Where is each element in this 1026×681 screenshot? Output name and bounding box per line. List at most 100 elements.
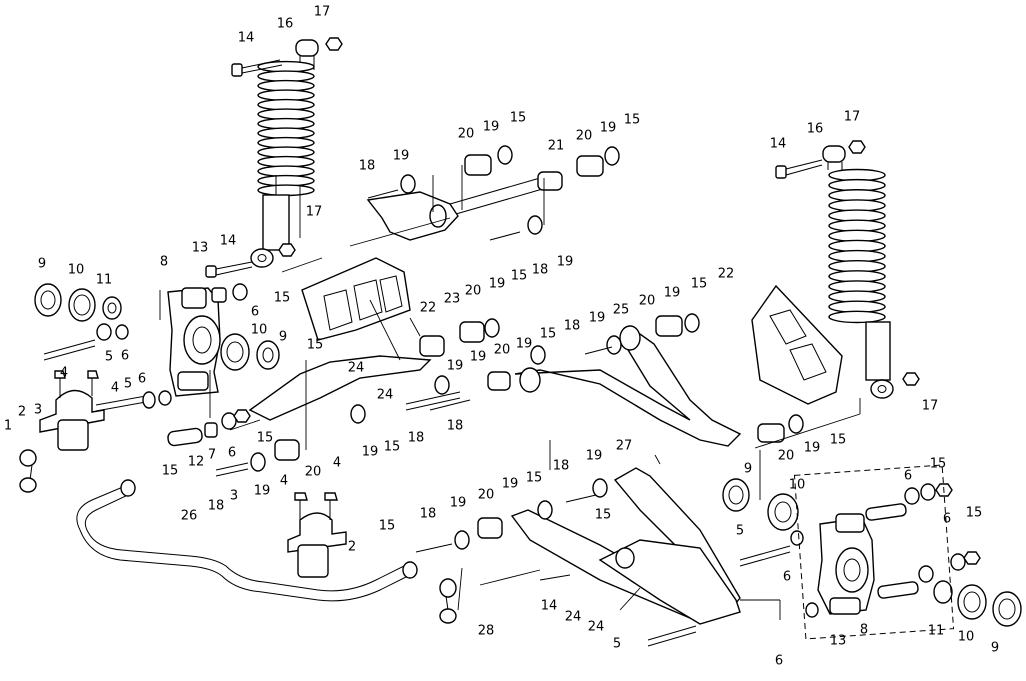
callout-label: 9 (38, 257, 46, 272)
callout-label: 14 (220, 234, 237, 249)
spring-coil (828, 310, 886, 324)
callout-label: 15 (379, 519, 396, 534)
callout-label: 17 (922, 399, 939, 414)
callout-label: 15 (930, 457, 947, 472)
callout-label: 15 (540, 327, 557, 342)
callout-label: 19 (254, 484, 271, 499)
callout-label: 19 (600, 121, 617, 136)
callout-label: 19 (362, 445, 379, 460)
callout-label: 5 (105, 350, 113, 365)
callout-label: 9 (991, 641, 999, 656)
callout-label: 19 (516, 337, 533, 352)
callout-label: 18 (553, 459, 570, 474)
assembly-lines (159, 165, 861, 620)
callout-label: 1 (4, 419, 12, 434)
callout-label: 20 (305, 465, 322, 480)
callout-label: 10 (251, 323, 268, 338)
callout-label: 15 (510, 111, 527, 126)
callout-label: 6 (775, 654, 783, 669)
callout-label: 19 (489, 277, 506, 292)
callout-label: 18 (420, 507, 437, 522)
callout-label: 20 (465, 284, 482, 299)
callout-label: 4 (111, 381, 119, 396)
callout-label: 19 (557, 255, 574, 270)
callout-label: 14 (541, 599, 558, 614)
callout-label: 6 (251, 305, 259, 320)
callout-label: 5 (124, 377, 132, 392)
callout-label: 15 (162, 464, 179, 479)
parts-drawing (19, 37, 1022, 647)
callout-label: 10 (789, 478, 806, 493)
upper-left-control-arm (366, 145, 620, 241)
callout-label: 18 (532, 263, 549, 278)
callout-label: 3 (34, 403, 42, 418)
callout-label: 18 (359, 159, 376, 174)
callout-label: 17 (306, 205, 323, 220)
right-knuckle (722, 464, 1022, 640)
callout-label: 20 (778, 449, 795, 464)
callout-label: 15 (830, 433, 847, 448)
callout-label: 13 (192, 241, 209, 256)
stabilizer-bar (76, 479, 457, 624)
callout-label: 2 (18, 405, 26, 420)
callout-label: 22 (718, 267, 735, 282)
callout-label: 4 (333, 456, 341, 471)
callout-label: 18 (564, 319, 581, 334)
callout-label: 5 (613, 637, 621, 652)
spring-coil (257, 184, 315, 197)
callout-label: 20 (478, 488, 495, 503)
callout-label: 15 (624, 113, 641, 128)
lower-right-control-arm (415, 467, 741, 647)
callout-label: 17 (314, 5, 331, 20)
callout-label: 15 (384, 440, 401, 455)
callout-label: 20 (639, 294, 656, 309)
callout-label: 9 (744, 462, 752, 477)
callout-label: 15 (274, 291, 291, 306)
callout-label: 6 (943, 512, 951, 527)
callout-label: 12 (188, 455, 205, 470)
callout-label: 14 (238, 31, 255, 46)
callout-label: 8 (860, 623, 868, 638)
callout-label: 15 (511, 269, 528, 284)
callout-label: 6 (121, 349, 129, 364)
callout-label: 19 (450, 496, 467, 511)
callout-label: 15 (257, 431, 274, 446)
callout-label: 19 (664, 286, 681, 301)
callout-label: 4 (280, 474, 288, 489)
callout-label: 15 (595, 508, 612, 523)
right-shock-absorber (775, 140, 920, 399)
callout-labels: 14 16 17 17 14 13 8 9 10 11 15 6 10 9 5 … (4, 5, 999, 669)
callout-label: 19 (393, 149, 410, 164)
callout-label: 28 (478, 624, 495, 639)
callout-label: 8 (160, 255, 168, 270)
callout-label: 19 (483, 120, 500, 135)
left-knuckle (34, 283, 280, 447)
callout-label: 16 (807, 122, 824, 137)
right-skid-plate (751, 284, 843, 405)
center-stabilizer-bracket (287, 492, 347, 578)
callout-label: 20 (458, 127, 475, 142)
callout-label: 18 (208, 499, 225, 514)
callout-label: 14 (770, 137, 787, 152)
callout-label: 15 (307, 338, 324, 353)
callout-label: 23 (444, 292, 461, 307)
callout-label: 6 (783, 570, 791, 585)
callout-label: 2 (348, 540, 356, 555)
callout-label: 19 (589, 311, 606, 326)
left-stabilizer-bracket (19, 370, 105, 493)
callout-label: 11 (928, 624, 945, 639)
callout-label: 11 (96, 273, 113, 288)
callout-label: 20 (494, 343, 511, 358)
callout-label: 9 (279, 330, 287, 345)
callout-label: 6 (138, 372, 146, 387)
callout-label: 15 (966, 506, 983, 521)
callout-label: 21 (548, 139, 565, 154)
callout-label: 19 (470, 350, 487, 365)
callout-label: 4 (60, 366, 68, 381)
callout-label: 19 (586, 449, 603, 464)
callout-label: 22 (420, 301, 437, 316)
upper-right-control-arm (429, 313, 804, 447)
lower-left-control-arm (215, 318, 500, 477)
callout-label: 5 (736, 524, 744, 539)
